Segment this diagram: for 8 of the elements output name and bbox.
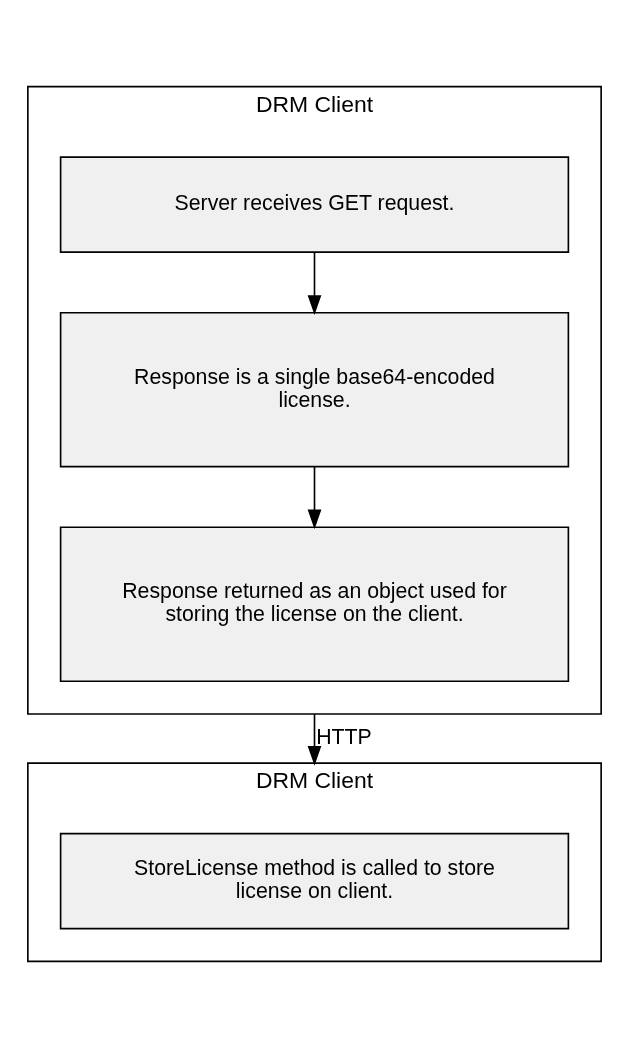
arrow [307, 250, 322, 315]
node-box: StoreLicense method is called to store license on client. [59, 832, 570, 929]
edge-label: HTTP [316, 724, 372, 749]
node-box: Response is a single base64-encoded license. [59, 311, 570, 467]
node-box: Server receives GET request. [59, 155, 570, 253]
node-box: Response returned as an object used for storing the license on the client. [59, 525, 570, 682]
arrow [307, 465, 322, 529]
arrow [307, 712, 322, 766]
